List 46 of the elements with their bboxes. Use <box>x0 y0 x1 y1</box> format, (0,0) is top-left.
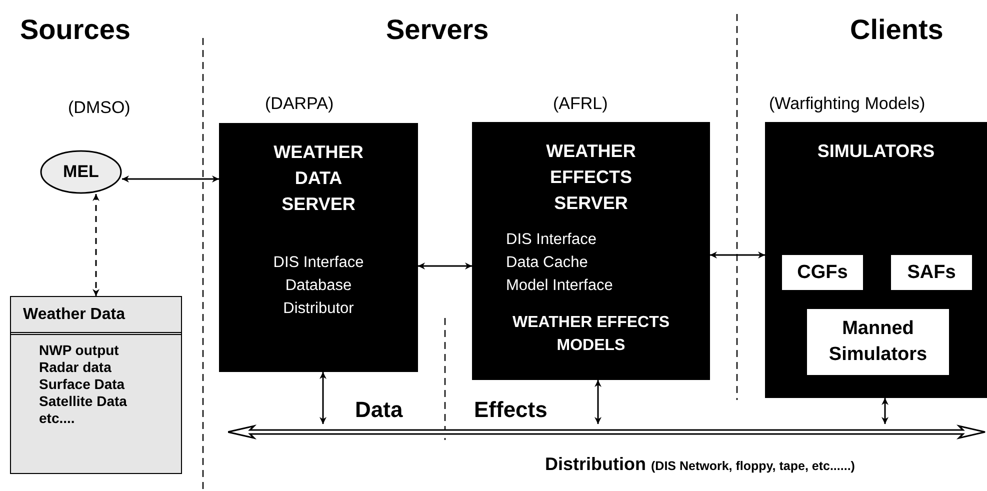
section-label: Data <box>355 397 403 423</box>
column-heading: Clients <box>850 14 944 46</box>
arrow <box>122 176 219 182</box>
component-box <box>807 309 949 375</box>
component-box <box>782 255 863 290</box>
data-box <box>10 296 182 474</box>
arrow <box>418 262 472 270</box>
box-text: DIS Interface <box>273 253 364 273</box>
arrow <box>710 252 765 258</box>
box-label: CGFs <box>796 260 849 284</box>
column-heading: Sources <box>20 14 130 46</box>
box-title: WEATHER DATA SERVER <box>272 141 364 216</box>
arrow <box>594 380 602 424</box>
ellipse-node <box>40 150 122 194</box>
section-label: Effects <box>474 397 548 423</box>
box-text: Database <box>285 276 352 296</box>
component-box <box>891 255 972 290</box>
box-text: Distributor <box>283 299 354 319</box>
node-label: MEL <box>62 162 100 182</box>
box-heading: Weather Data <box>11 297 181 335</box>
box-text: Data Cache <box>506 253 589 273</box>
box-title: SIMULATORS <box>816 140 936 163</box>
dashed-arrow <box>92 194 100 296</box>
list-item: NWP output <box>38 341 120 358</box>
arrow <box>882 398 888 424</box>
client-box <box>765 122 987 398</box>
bus-note: (DIS Network, floppy, tape, etc......) <box>651 459 855 473</box>
box-text: Model Interface <box>506 276 614 296</box>
organization-label: (AFRL) <box>553 94 608 114</box>
server-box <box>219 123 418 372</box>
list-item: etc.... <box>38 409 76 426</box>
list-item: Surface Data <box>38 375 126 392</box>
column-heading: Servers <box>386 14 489 46</box>
box-title: WEATHER EFFECTS SERVER <box>545 140 637 215</box>
organization-label: (DMSO) <box>68 98 130 118</box>
box-text: DIS Interface <box>506 230 598 250</box>
box-label: SAFs <box>906 260 957 284</box>
box-label: Manned Simulators <box>828 317 928 367</box>
server-box <box>472 122 710 380</box>
organization-label: (DARPA) <box>265 94 334 114</box>
bus-label: Distribution <box>545 454 646 474</box>
list-item: Satellite Data <box>38 392 128 409</box>
list-item: Radar data <box>38 358 112 375</box>
organization-label: (Warfighting Models) <box>769 94 926 114</box>
arrow <box>320 372 326 424</box>
box-title: WEATHER EFFECTS MODELS <box>511 313 671 356</box>
